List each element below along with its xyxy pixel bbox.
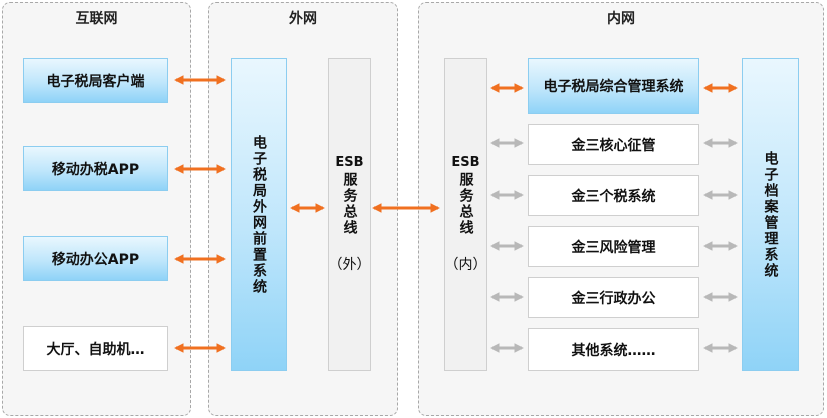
client-label: 移动办税APP xyxy=(51,161,140,178)
esb-internal-box: ESB 服务总线 （内） xyxy=(444,58,487,371)
internal-system-box-other: 其他系统…… xyxy=(528,328,699,371)
client-box-hall-kiosk: 大厅、自助机… xyxy=(23,326,168,371)
internal-system-box-integrated-mgmt: 电子税局综合管理系统 xyxy=(528,58,699,114)
client-box-mobile-tax-app: 移动办税APP xyxy=(23,146,168,191)
internet-zone-title: 互联网 xyxy=(75,11,118,27)
esb-external-suffix: （外） xyxy=(328,257,371,273)
extranet-zone-title: 外网 xyxy=(289,11,317,27)
esb-external-box: ESB 服务总线 （外） xyxy=(328,58,371,371)
client-box-mobile-office-app: 移动办公APP xyxy=(23,236,168,281)
internal-system-label: 金三核心征管 xyxy=(571,137,656,154)
internal-system-label: 其他系统…… xyxy=(571,342,656,359)
front-system-box: 电子税局外网前置系统 xyxy=(231,58,287,371)
internal-system-box-personal-tax: 金三个税系统 xyxy=(528,175,699,216)
internal-system-box-risk: 金三风险管理 xyxy=(528,226,699,267)
client-box-tax-client: 电子税局客户端 xyxy=(23,58,168,103)
front-system-label: 电子税局外网前置系统 xyxy=(251,134,267,295)
client-label: 移动办公APP xyxy=(51,251,140,268)
internal-system-label: 金三行政办公 xyxy=(571,290,656,307)
archive-system-label: 电子档案管理系统 xyxy=(762,150,779,279)
internal-system-label: 金三风险管理 xyxy=(571,239,656,256)
internal-system-label: 电子税局综合管理系统 xyxy=(543,79,684,95)
client-label: 大厅、自助机… xyxy=(46,341,145,358)
internal-system-box-admin-office: 金三行政办公 xyxy=(528,277,699,318)
esb-internal-chars: 服务总线 xyxy=(457,172,474,236)
esb-external-prefix: ESB xyxy=(335,155,364,170)
esb-external-chars: 服务总线 xyxy=(341,172,358,236)
internal-system-label: 金三个税系统 xyxy=(571,188,656,205)
internal-system-box-core: 金三核心征管 xyxy=(528,124,699,165)
archive-system-box: 电子档案管理系统 xyxy=(742,58,799,371)
esb-internal-prefix: ESB xyxy=(451,155,480,170)
client-label: 电子税局客户端 xyxy=(46,73,145,90)
intranet-zone-title: 内网 xyxy=(607,11,635,27)
esb-internal-suffix: （内） xyxy=(444,257,487,273)
